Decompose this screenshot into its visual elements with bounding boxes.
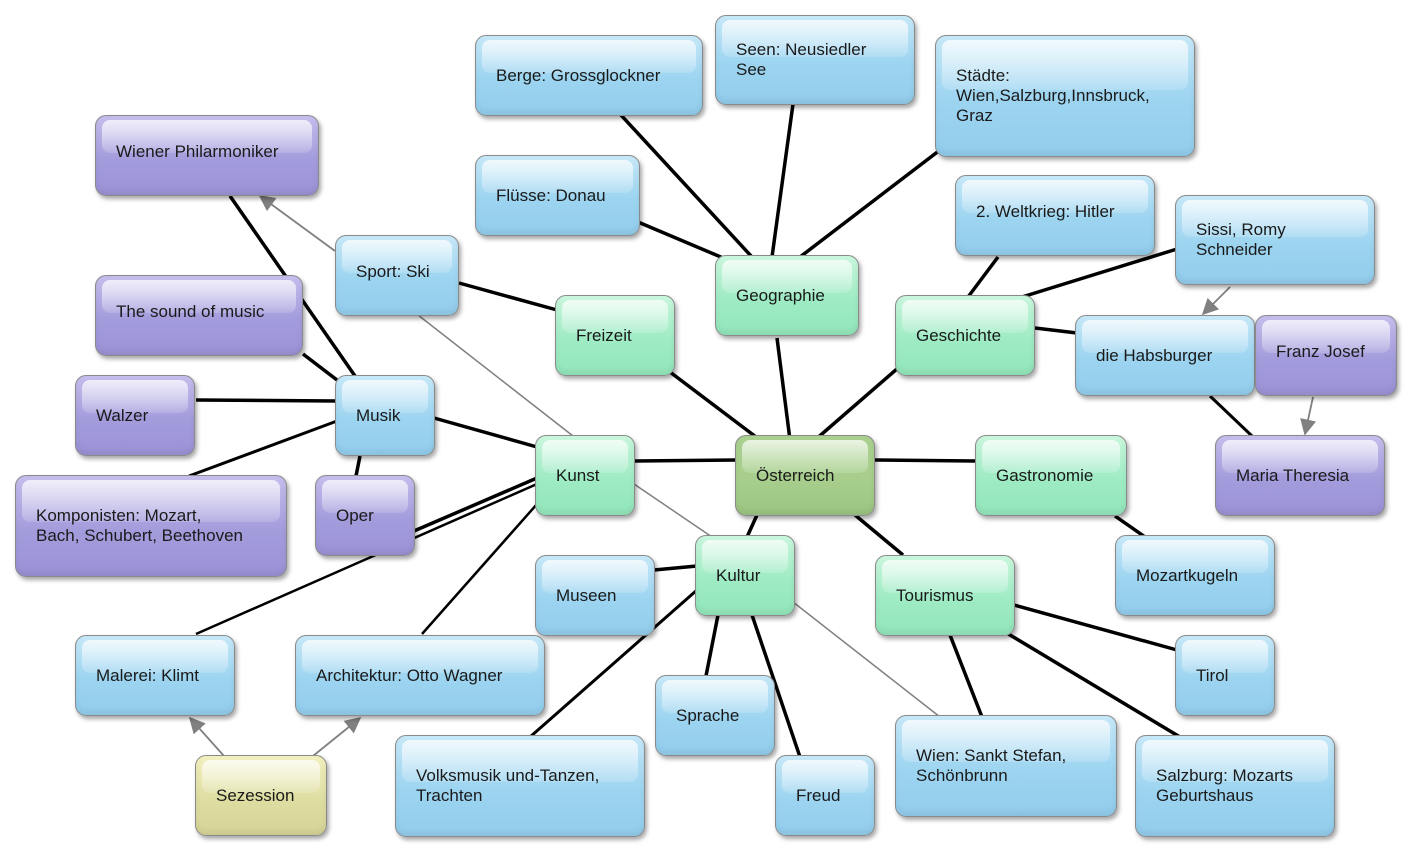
node-musik: Musik <box>335 375 435 456</box>
node-soundofmusic: The sound of music <box>95 275 303 356</box>
edge-kultur-wien-thin <box>792 601 941 718</box>
edge-musik-komponisten <box>188 419 338 478</box>
edge-kultur-volksmusik <box>529 588 698 739</box>
node-volksmusik: Volksmusik und-Tanzen, Trachten <box>395 735 645 837</box>
node-wienerphil: Wiener Philarmoniker <box>95 115 319 196</box>
node-museen: Museen <box>535 555 655 636</box>
edge-oesterreich-geographie <box>775 337 792 441</box>
edge-geographie-seen <box>770 103 795 258</box>
node-walzer: Walzer <box>75 375 195 456</box>
node-komponisten: Komponisten: Mozart, Bach, Schubert, Bee… <box>15 475 287 577</box>
edge-kultur-sprache <box>704 614 720 677</box>
node-freizeit: Freizeit <box>555 295 675 376</box>
node-fluesse: Flüsse: Donau <box>475 155 640 236</box>
edge-tourismus-wien <box>948 634 984 718</box>
arrow-sezession-to-architektur <box>312 716 362 757</box>
edge-oesterreich-geschichte <box>813 366 900 442</box>
node-architektur: Architektur: Otto Wagner <box>295 635 545 716</box>
edge-oesterreich-kultur <box>745 514 759 538</box>
edge-freizeit-sport <box>458 281 558 312</box>
edge-tourismus-salzburg <box>1004 630 1181 739</box>
edge-tourismus-tirol <box>1013 603 1178 652</box>
edge-geschichte-sissi <box>1021 247 1178 299</box>
edge-oesterreich-gastronomie <box>874 458 976 463</box>
node-staedte: Städte: Wien,Salzburg,Innsbruck, Graz <box>935 35 1195 157</box>
node-salzburg: Salzburg: Mozarts Geburtshaus <box>1135 735 1335 837</box>
edge-oesterreich-tourismus <box>853 513 905 557</box>
node-oesterreich: Österreich <box>735 435 875 516</box>
edge-kunst-architektur <box>421 494 546 635</box>
node-geschichte: Geschichte <box>895 295 1035 376</box>
edge-geschichte-weltkrieg <box>966 255 1000 299</box>
node-geographie: Geographie <box>715 255 859 336</box>
node-habsburger: die Habsburger <box>1075 315 1255 396</box>
node-sissi: Sissi, Romy Schneider <box>1175 195 1375 285</box>
edge-oesterreich-kunst <box>633 458 738 463</box>
edge-geschichte-habsburger <box>1034 326 1078 335</box>
node-mozartkugeln: Mozartkugeln <box>1115 535 1275 616</box>
node-tirol: Tirol <box>1175 635 1275 716</box>
node-kultur: Kultur <box>695 535 795 616</box>
edge-geographie-berge <box>618 112 754 259</box>
node-tourismus: Tourismus <box>875 555 1015 636</box>
edge-habsburger-mariatheresia <box>1208 394 1254 438</box>
edge-kunst-musik <box>433 416 538 449</box>
node-freud: Freud <box>775 755 875 836</box>
node-sezession: Sezession <box>195 755 327 836</box>
node-oper: Oper <box>315 475 415 556</box>
arrow-sport-to-wienerphil <box>258 195 336 252</box>
node-berge: Berge: Grossglockner <box>475 35 703 116</box>
edge-kultur-freud <box>750 614 802 758</box>
node-mariatheresia: Maria Theresia <box>1215 435 1385 516</box>
node-gastronomie: Gastronomie <box>975 435 1127 516</box>
edge-kultur-museen <box>653 564 698 572</box>
node-sport: Sport: Ski <box>335 235 459 316</box>
edge-kunst-malerei <box>195 482 538 636</box>
arrow-sissi-to-habsburger <box>1201 286 1231 316</box>
edge-kunst-kultur-thin <box>633 483 713 538</box>
node-seen: Seen: Neusiedler See <box>715 15 915 105</box>
edge-musik-soundofmusic <box>301 352 339 382</box>
edge-gastronomie-mozartkugeln <box>1113 514 1147 539</box>
node-malerei: Malerei: Klimt <box>75 635 235 716</box>
edge-musik-oper <box>354 455 362 477</box>
node-franzjosef: Franz Josef <box>1255 315 1397 396</box>
edge-kunst-oper <box>413 476 538 533</box>
node-sprache: Sprache <box>655 675 775 756</box>
edge-kunst-sport-thin <box>417 314 574 437</box>
node-kunst: Kunst <box>535 435 635 516</box>
node-weltkrieg: 2. Weltkrieg: Hitler <box>955 175 1155 256</box>
arrow-sezession-to-malerei <box>188 716 225 757</box>
edge-geographie-staedte <box>798 148 942 259</box>
arrow-franzjosef-to-mariatheresia <box>1300 396 1316 436</box>
edge-musik-walzer <box>195 398 338 403</box>
node-wien: Wien: Sankt Stefan, Schönbrunn <box>895 715 1117 817</box>
edge-oesterreich-freizeit <box>668 370 762 442</box>
